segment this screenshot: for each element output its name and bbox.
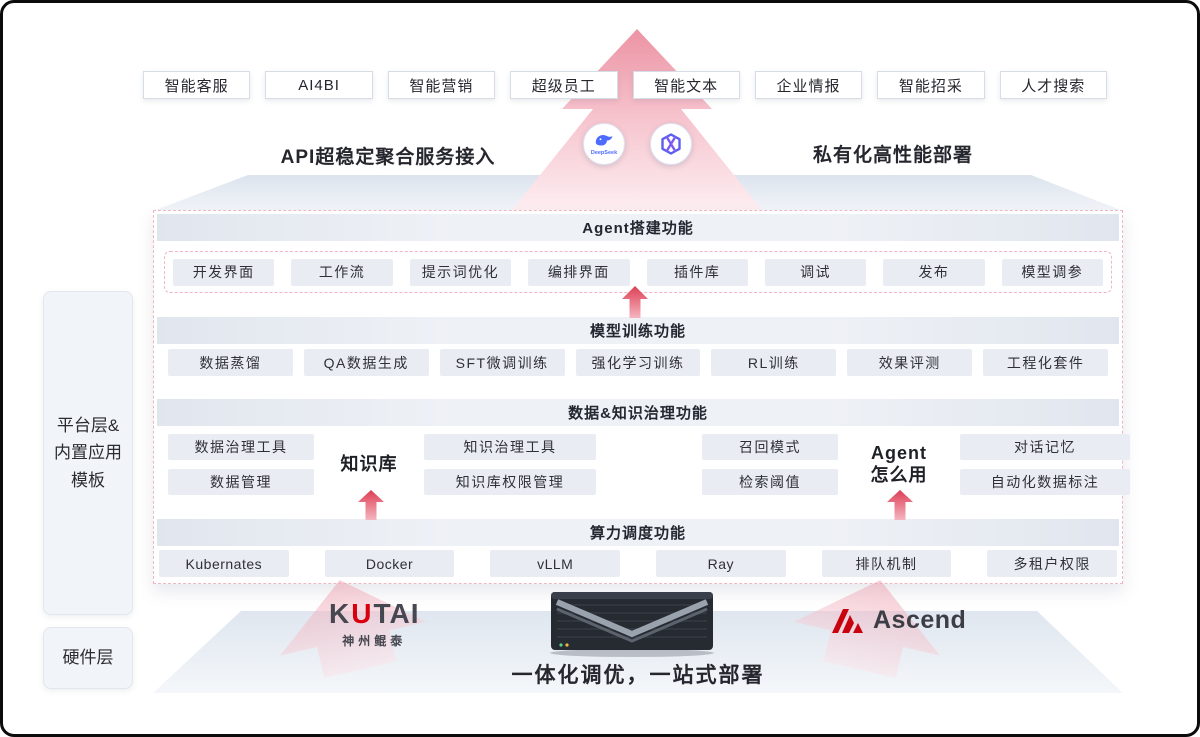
item-recall-mode: 召回模式 <box>702 433 838 460</box>
ascend-mark-icon <box>832 609 863 633</box>
agent-items-row: 开发界面 工作流 提示词优化 编排界面 插件库 调试 发布 模型调参 <box>164 251 1112 293</box>
up-arrow-compute-to-knowledge <box>358 490 384 520</box>
compute-item-vllm: vLLM <box>490 550 621 577</box>
app-box-smart-service: 智能客服 <box>143 71 251 99</box>
knowledge-right-column: 知识治理工具 知识库权限管理 <box>424 433 596 495</box>
private-deploy-label: 私有化高性能部署 <box>812 145 973 166</box>
agent-usage-right-column: 对话记忆 自动化数据标注 <box>960 433 1130 495</box>
kuntai-part-tai: TAI <box>373 598 420 629</box>
app-box-procurement: 智能招采 <box>877 71 985 99</box>
item-kb-permission: 知识库权限管理 <box>424 468 596 495</box>
knowledge-left-column: 数据治理工具 数据管理 <box>168 433 314 495</box>
agent-usage-label: Agent 怎么用 <box>870 442 928 486</box>
agent-item-workflow: 工作流 <box>291 258 393 286</box>
item-data-governance-tool: 数据治理工具 <box>168 433 314 460</box>
data-section-title: 数据&知识治理功能 <box>157 399 1119 426</box>
platform-panel: Agent搭建功能 开发界面 工作流 提示词优化 编排界面 插件库 调试 发布 … <box>153 210 1130 584</box>
compute-item-kubernetes: Kubernates <box>159 550 289 577</box>
compute-item-multitenant: 多租户权限 <box>987 550 1118 577</box>
ascend-wordmark: Ascend <box>873 605 967 634</box>
server-chassis-image <box>550 592 714 657</box>
up-arrow-compute-to-agent-usage <box>887 490 913 520</box>
compute-item-queue: 排队机制 <box>821 550 952 577</box>
training-item-qa-gen: QA数据生成 <box>303 349 429 376</box>
app-box-enterprise-intel: 企业情报 <box>754 71 863 99</box>
agent-item-plugin-lib: 插件库 <box>646 258 748 286</box>
app-box-smart-text: 智能文本 <box>632 71 740 99</box>
wide-up-arrow-left <box>280 580 427 679</box>
agent-section-title: Agent搭建功能 <box>157 214 1119 241</box>
knowledge-base-label: 知识库 <box>340 453 398 474</box>
training-item-distill: 数据蒸馏 <box>168 349 293 376</box>
agent-usage-group: 召回模式 检索阈值 Agent 怎么用 对话记忆 自动化数据标注 <box>702 432 1130 496</box>
compute-item-docker: Docker <box>324 550 455 577</box>
agent-item-orchestration: 编排界面 <box>528 258 630 286</box>
kuntai-logo: KUTAI 神州鲲泰 <box>329 600 420 649</box>
training-item-eval: 效果评测 <box>847 349 973 376</box>
agent-item-dev-ui: 开发界面 <box>173 258 275 286</box>
item-auto-labeling: 自动化数据标注 <box>960 468 1130 495</box>
deepseek-chip-label: DeepSeek <box>590 150 618 157</box>
agent-item-debug: 调试 <box>764 258 867 286</box>
training-item-rl: RL训练 <box>711 349 837 376</box>
wide-up-arrow-right <box>793 580 940 679</box>
compute-section-title: 算力调度功能 <box>157 519 1119 546</box>
big-up-arrow <box>512 29 762 210</box>
app-box-marketing: 智能营销 <box>387 71 496 99</box>
app-box-talent-search: 人才搜索 <box>999 71 1107 99</box>
knowledge-base-group: 数据治理工具 数据管理 知识库 知识治理工具 知识库权限管理 <box>168 432 596 496</box>
application-row: 智能客服 AI4BI 智能营销 超级员工 智能文本 企业情报 智能招采 人才搜索 <box>143 71 1107 99</box>
deepseek-chip: DeepSeek <box>583 123 625 165</box>
item-knowledge-governance-tool: 知识治理工具 <box>424 433 596 460</box>
up-arrow-training-to-agent <box>622 286 648 318</box>
app-box-ai4bi: AI4BI <box>265 71 373 99</box>
item-retrieval-threshold: 检索阈值 <box>702 468 838 495</box>
item-dialog-memory: 对话记忆 <box>960 433 1130 460</box>
agent-usage-left-column: 召回模式 检索阈值 <box>702 433 838 495</box>
kuntai-subtitle: 神州鲲泰 <box>342 634 407 648</box>
compute-item-ray: Ray <box>656 550 786 577</box>
qwen-knot-icon <box>661 133 681 155</box>
training-section-title: 模型训练功能 <box>157 317 1119 344</box>
compute-items-row: Kubernates Docker vLLM Ray 排队机制 多租户权限 <box>159 550 1118 578</box>
training-item-sft: SFT微调训练 <box>439 349 565 376</box>
qwen-chip <box>650 123 692 165</box>
hardware-banner-text: 一体化调优，一站式部署 <box>511 664 765 687</box>
training-item-engineering: 工程化套件 <box>983 349 1109 376</box>
kuntai-part-k: K <box>329 598 351 629</box>
agent-item-prompt-opt: 提示词优化 <box>409 258 512 286</box>
agent-item-model-tuning: 模型调参 <box>1001 258 1103 286</box>
training-items-row: 数据蒸馏 QA数据生成 SFT微调训练 强化学习训练 RL训练 效果评测 工程化… <box>168 349 1109 377</box>
app-box-super-employee: 超级员工 <box>510 71 618 99</box>
api-access-label: API超稳定聚合服务接入 <box>280 147 496 168</box>
hardware-layer-label: 硬件层 <box>43 627 133 689</box>
kuntai-wordmark: KUTAI <box>329 600 420 628</box>
training-item-rlhf: 强化学习训练 <box>575 349 701 376</box>
platform-layer-label: 平台层& 内置应用 模板 <box>43 291 133 615</box>
item-data-management: 数据管理 <box>168 468 314 495</box>
deepseek-whale-icon <box>595 135 613 146</box>
agent-item-publish: 发布 <box>883 258 985 286</box>
ascend-logo: Ascend <box>829 605 966 635</box>
kuntai-red-u-glyph: U <box>351 598 373 629</box>
